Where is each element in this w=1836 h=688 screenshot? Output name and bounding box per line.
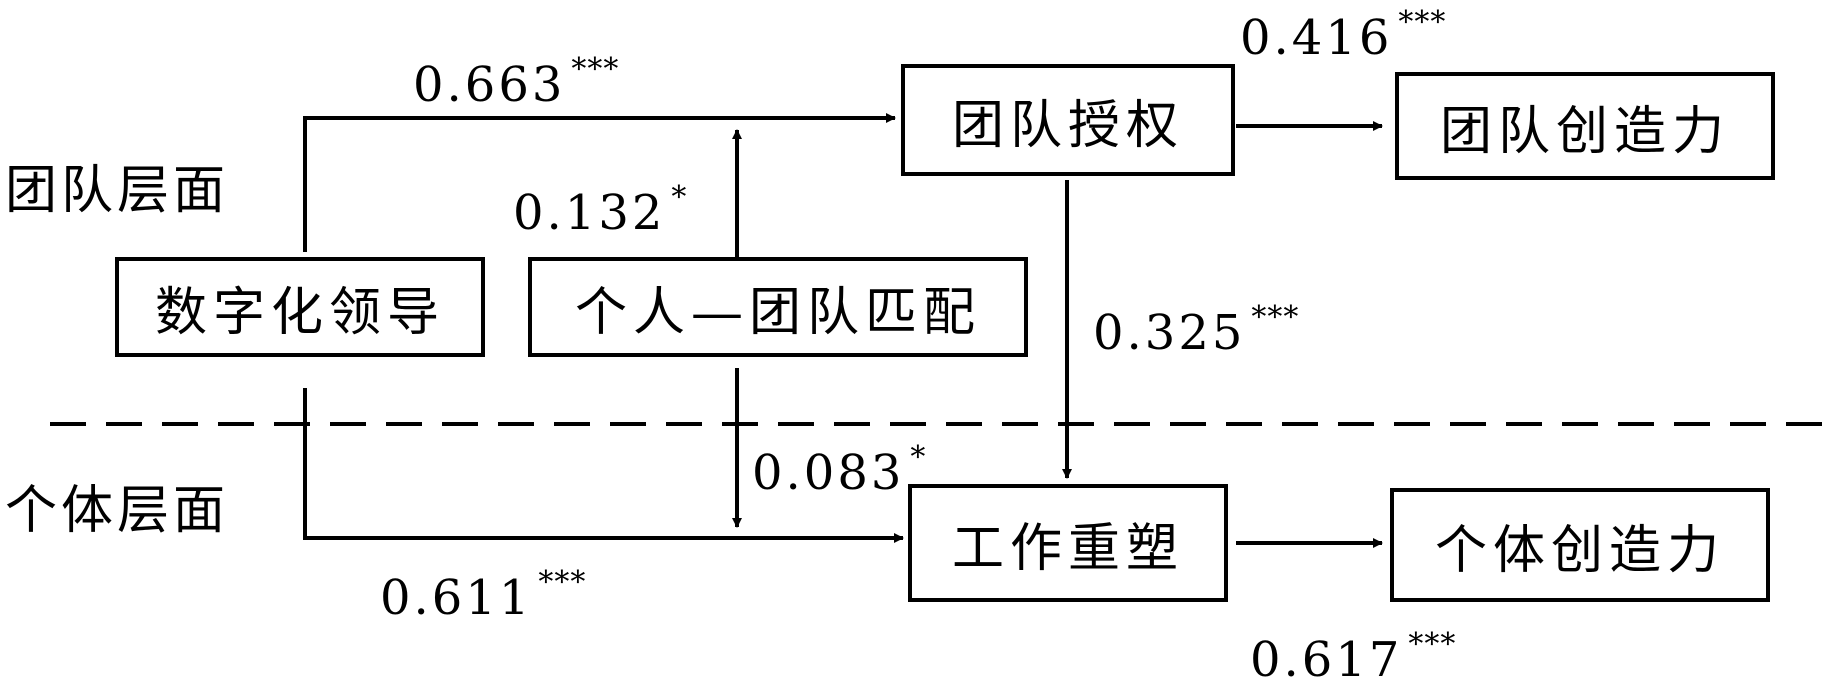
arrow-dl-to-empowerment xyxy=(303,113,896,252)
coef-fit-moderation-team: 0.132* xyxy=(513,180,688,238)
coef-value: 0.663 xyxy=(413,57,566,113)
coef-significance: *** xyxy=(1398,5,1447,40)
coef-significance: *** xyxy=(1251,300,1300,335)
coef-job-crafting-to-individual-creativity: 0.617*** xyxy=(1250,627,1457,685)
coef-value: 0.611 xyxy=(380,570,533,626)
coef-significance: * xyxy=(910,440,927,475)
digital-leadership-box: 数字化领导 xyxy=(115,257,485,357)
individual-creativity-box: 个体创造力 xyxy=(1390,488,1770,602)
team-level-label: 团队层面 xyxy=(5,161,230,221)
coef-dl-to-job-crafting: 0.611*** xyxy=(380,565,587,623)
arrow-dl-to-job-crafting xyxy=(303,388,904,543)
coef-significance: *** xyxy=(1408,627,1457,662)
team-empowerment-box: 团队授权 xyxy=(901,64,1235,176)
coef-empowerment-to-job-crafting: 0.325*** xyxy=(1093,300,1300,358)
job-crafting-box: 工作重塑 xyxy=(908,484,1228,602)
coef-significance: *** xyxy=(571,52,620,87)
coef-dl-to-empowerment: 0.663*** xyxy=(413,52,620,110)
coef-empowerment-to-team-creativity: 0.416*** xyxy=(1240,5,1447,63)
coef-fit-moderation-individual: 0.083* xyxy=(752,440,927,498)
team-creativity-box: 团队创造力 xyxy=(1395,72,1775,180)
coef-value: 0.416 xyxy=(1240,10,1393,66)
individual-level-label: 个体层面 xyxy=(5,481,230,541)
coef-value: 0.083 xyxy=(752,445,905,501)
coef-significance: *** xyxy=(538,565,587,600)
coef-value: 0.617 xyxy=(1250,632,1403,688)
coef-value: 0.325 xyxy=(1093,305,1246,361)
coef-significance: * xyxy=(671,180,688,215)
coef-value: 0.132 xyxy=(513,185,666,241)
person-team-fit-box: 个人—团队匹配 xyxy=(528,257,1028,357)
